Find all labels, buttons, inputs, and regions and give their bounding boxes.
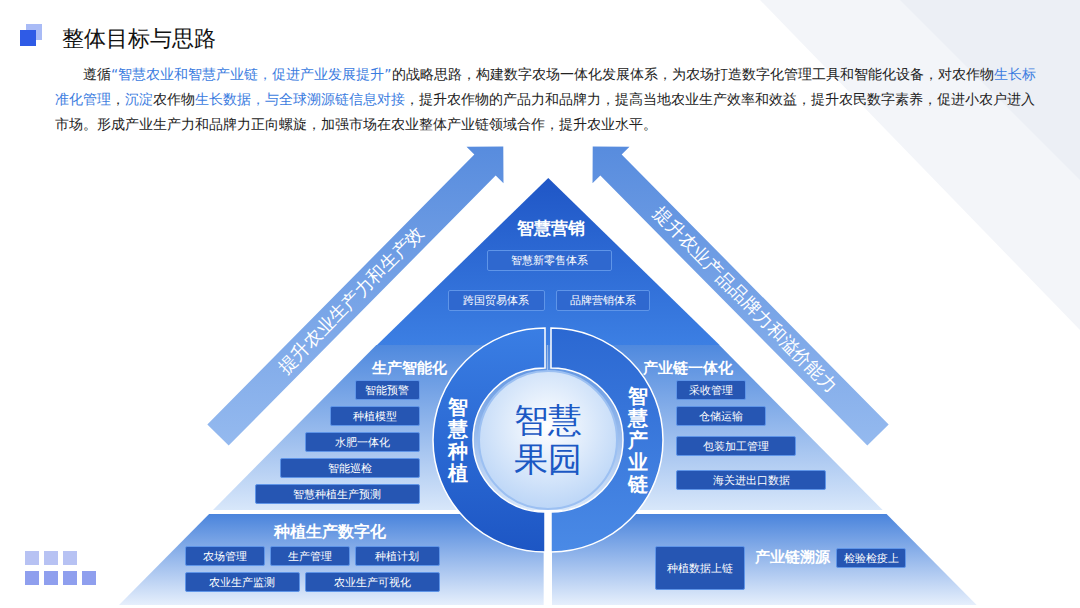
item-label: 仓储运输 — [699, 409, 743, 424]
corner-square — [82, 571, 96, 585]
corner-squares — [25, 551, 96, 585]
body-text: 的战略思路，构建数字农场一体化发展体系，为农场打造数字化管理工具和智能化设备，对… — [392, 66, 994, 82]
region-heading: 生产智能化 — [372, 359, 447, 378]
circle-fill — [479, 371, 617, 509]
item-label: 品牌营销体系 — [570, 293, 636, 308]
item-label: 智能预警 — [365, 383, 409, 398]
item-box: 检验检疫上 — [836, 548, 906, 568]
item-label: 智能巡检 — [328, 461, 372, 476]
item-box: 采收管理 — [676, 380, 746, 400]
corner-square — [25, 571, 39, 585]
item-box: 智慧种植生产预测 — [255, 484, 420, 504]
corner-square — [25, 551, 39, 565]
highlight-text: 沉淀 — [125, 91, 153, 107]
body-text: 遵循 — [83, 66, 111, 82]
ring-fill — [433, 328, 545, 552]
core-title: 智慧果园 — [512, 401, 583, 479]
item-box: 种植模型 — [330, 406, 420, 426]
item-box: 跨国贸易体系 — [448, 290, 545, 311]
item-label: 生产管理 — [288, 549, 332, 564]
body-text: 农作物 — [153, 91, 195, 107]
page-title: 整体目标与思路 — [62, 24, 216, 54]
background-shape — [760, 0, 1080, 330]
background-shape — [900, 0, 1080, 180]
item-box: 农场管理 — [185, 546, 265, 566]
item-label: 智慧新零售体系 — [511, 253, 588, 268]
item-box: 智能巡检 — [280, 458, 420, 478]
highlight-text: ，与全球溯源链信息对接 — [251, 91, 405, 107]
core-circle: 智慧果园 — [478, 370, 618, 510]
region-heading: 种植生产数字化 — [274, 522, 386, 543]
corner-square — [44, 551, 58, 565]
item-label: 智慧种植生产预测 — [293, 487, 381, 502]
ring-fill — [551, 328, 663, 552]
item-box: 种植数据上链 — [655, 546, 745, 590]
item-box: 包装加工管理 — [676, 436, 796, 456]
item-box: 智能预警 — [355, 380, 420, 400]
ring-label: 智慧产业链 — [628, 385, 648, 495]
region-band: 智慧营销智慧新零售体系跨国贸易体系 品牌营销体系 — [377, 178, 720, 345]
item-box: 智慧新零售体系 — [487, 250, 612, 271]
item-label: 包装加工管理 — [703, 439, 769, 454]
item-box: 海关进出口数据 — [676, 470, 826, 490]
item-label: 采收管理 — [689, 383, 733, 398]
item-box: 农业生产可视化 — [305, 572, 440, 592]
corner-square — [44, 571, 58, 585]
ring-segment: 智慧种植 — [436, 328, 545, 552]
item-box: 农业生产监测 — [185, 572, 300, 592]
item-label: 种植模型 — [353, 409, 397, 424]
item-label: 种植数据上链 — [667, 561, 733, 576]
region-heading: 产业链溯源 — [755, 548, 830, 567]
title-icon — [20, 30, 36, 46]
ring-segment: 智慧产业链 — [551, 328, 660, 552]
item-box: 品牌营销体系 — [556, 290, 650, 311]
item-label: 海关进出口数据 — [713, 473, 790, 488]
region-fill — [377, 178, 720, 345]
intro-paragraph: 遵循“智慧农业和智慧产业链，促进产业发展提升”的战略思路，构建数字农场一体化发展… — [55, 62, 1040, 137]
region-heading: 智慧营销 — [517, 217, 585, 240]
body-text: ， — [111, 91, 125, 107]
item-box: 生产管理 — [270, 546, 350, 566]
item-label: 检验检疫上 — [844, 551, 899, 566]
item-label: 跨国贸易体系 — [463, 293, 529, 308]
corner-square — [63, 571, 77, 585]
item-label: 种植计划 — [375, 549, 419, 564]
item-label: 农业生产监测 — [209, 575, 275, 590]
item-label: 水肥一体化 — [335, 435, 390, 450]
item-label: 农场管理 — [203, 549, 247, 564]
item-label: 农业生产可视化 — [334, 575, 411, 590]
item-box: 种植计划 — [355, 546, 440, 566]
highlight-text: 生长数据 — [195, 91, 251, 107]
region-heading: 产业链一体化 — [643, 359, 733, 378]
corner-square — [63, 551, 77, 565]
highlight-text: “智慧农业和智慧产业链，促进产业发展提升” — [111, 66, 392, 82]
ring-label: 智慧种植 — [448, 396, 468, 484]
item-box: 仓储运输 — [676, 406, 766, 426]
item-box: 水肥一体化 — [305, 432, 420, 452]
